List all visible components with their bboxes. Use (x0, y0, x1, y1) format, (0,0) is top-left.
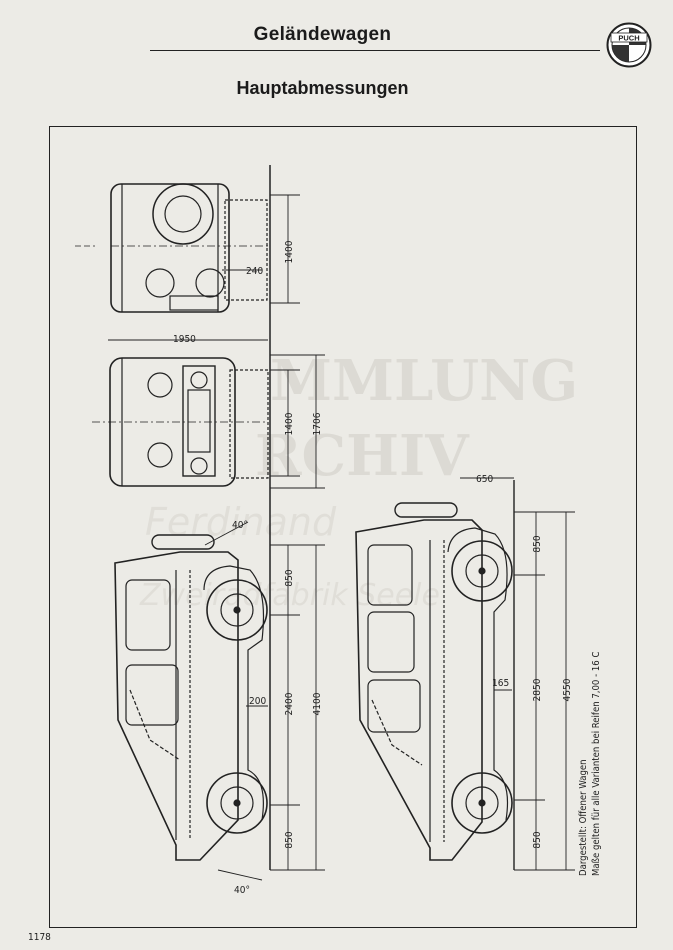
dim-rear-angle: 40° (234, 885, 250, 896)
rear-view (75, 183, 268, 313)
note-line1: Dargestellt: Offener Wagen (578, 759, 589, 876)
front-view (92, 357, 269, 487)
page-title: Geländewagen (253, 24, 392, 45)
watermark-line2: RCHIV (255, 423, 470, 489)
dim-wheelbase-short: 2400 (284, 692, 295, 715)
dimension-labels: 1400 240 1950 1400 1706 40° 850 2400 410… (173, 240, 573, 896)
dim-rear-track: 1400 (284, 240, 295, 263)
dim-overall-width: 1950 (173, 334, 196, 345)
dim-clearance: 200 (249, 696, 266, 707)
notes: Dargestellt: Offener Wagen Maße gelten f… (578, 652, 602, 876)
dim-clearance-long: 165 (492, 678, 509, 689)
note-line2: Maße gelten für alle Varianten bei Reife… (591, 652, 602, 876)
dim-width-body: 1706 (312, 412, 323, 435)
page-subtitle: Hauptabmessungen (236, 78, 409, 98)
side-view-long (355, 502, 513, 861)
dim-wheelbase-long: 2850 (532, 678, 543, 701)
dim-left-angle: 40° (232, 520, 248, 531)
dim-front-overhang-long: 850 (532, 535, 543, 552)
watermark-line1: MMLUNG (270, 348, 578, 414)
dim-wheel-offset: 240 (246, 266, 263, 277)
watermark-line3: Ferdinand (145, 500, 337, 544)
dim-length-long: 4550 (562, 678, 573, 701)
drawing-frame (49, 126, 637, 928)
watermark-line4: Zweiradfabrik Seele (139, 578, 440, 613)
side-view-short (114, 534, 268, 861)
dim-front-overhang: 850 (284, 569, 295, 586)
dim-length-short: 4100 (312, 692, 323, 715)
dim-rear-overhang: 850 (284, 831, 295, 848)
dimension-lines-left (108, 194, 325, 881)
watermark: MMLUNG RCHIV Ferdinand Zweiradfabrik See… (139, 348, 578, 613)
title-rule (150, 50, 600, 51)
dim-rear-overhang-long: 850 (532, 831, 543, 848)
puch-logo-icon: PUCH (606, 22, 652, 68)
logo-text: PUCH (618, 34, 639, 43)
page-number: 1178 (28, 932, 51, 943)
dimension-lines-right (460, 477, 575, 871)
dim-spare-offset: 650 (476, 474, 493, 485)
dim-front-track: 1400 (284, 412, 295, 435)
